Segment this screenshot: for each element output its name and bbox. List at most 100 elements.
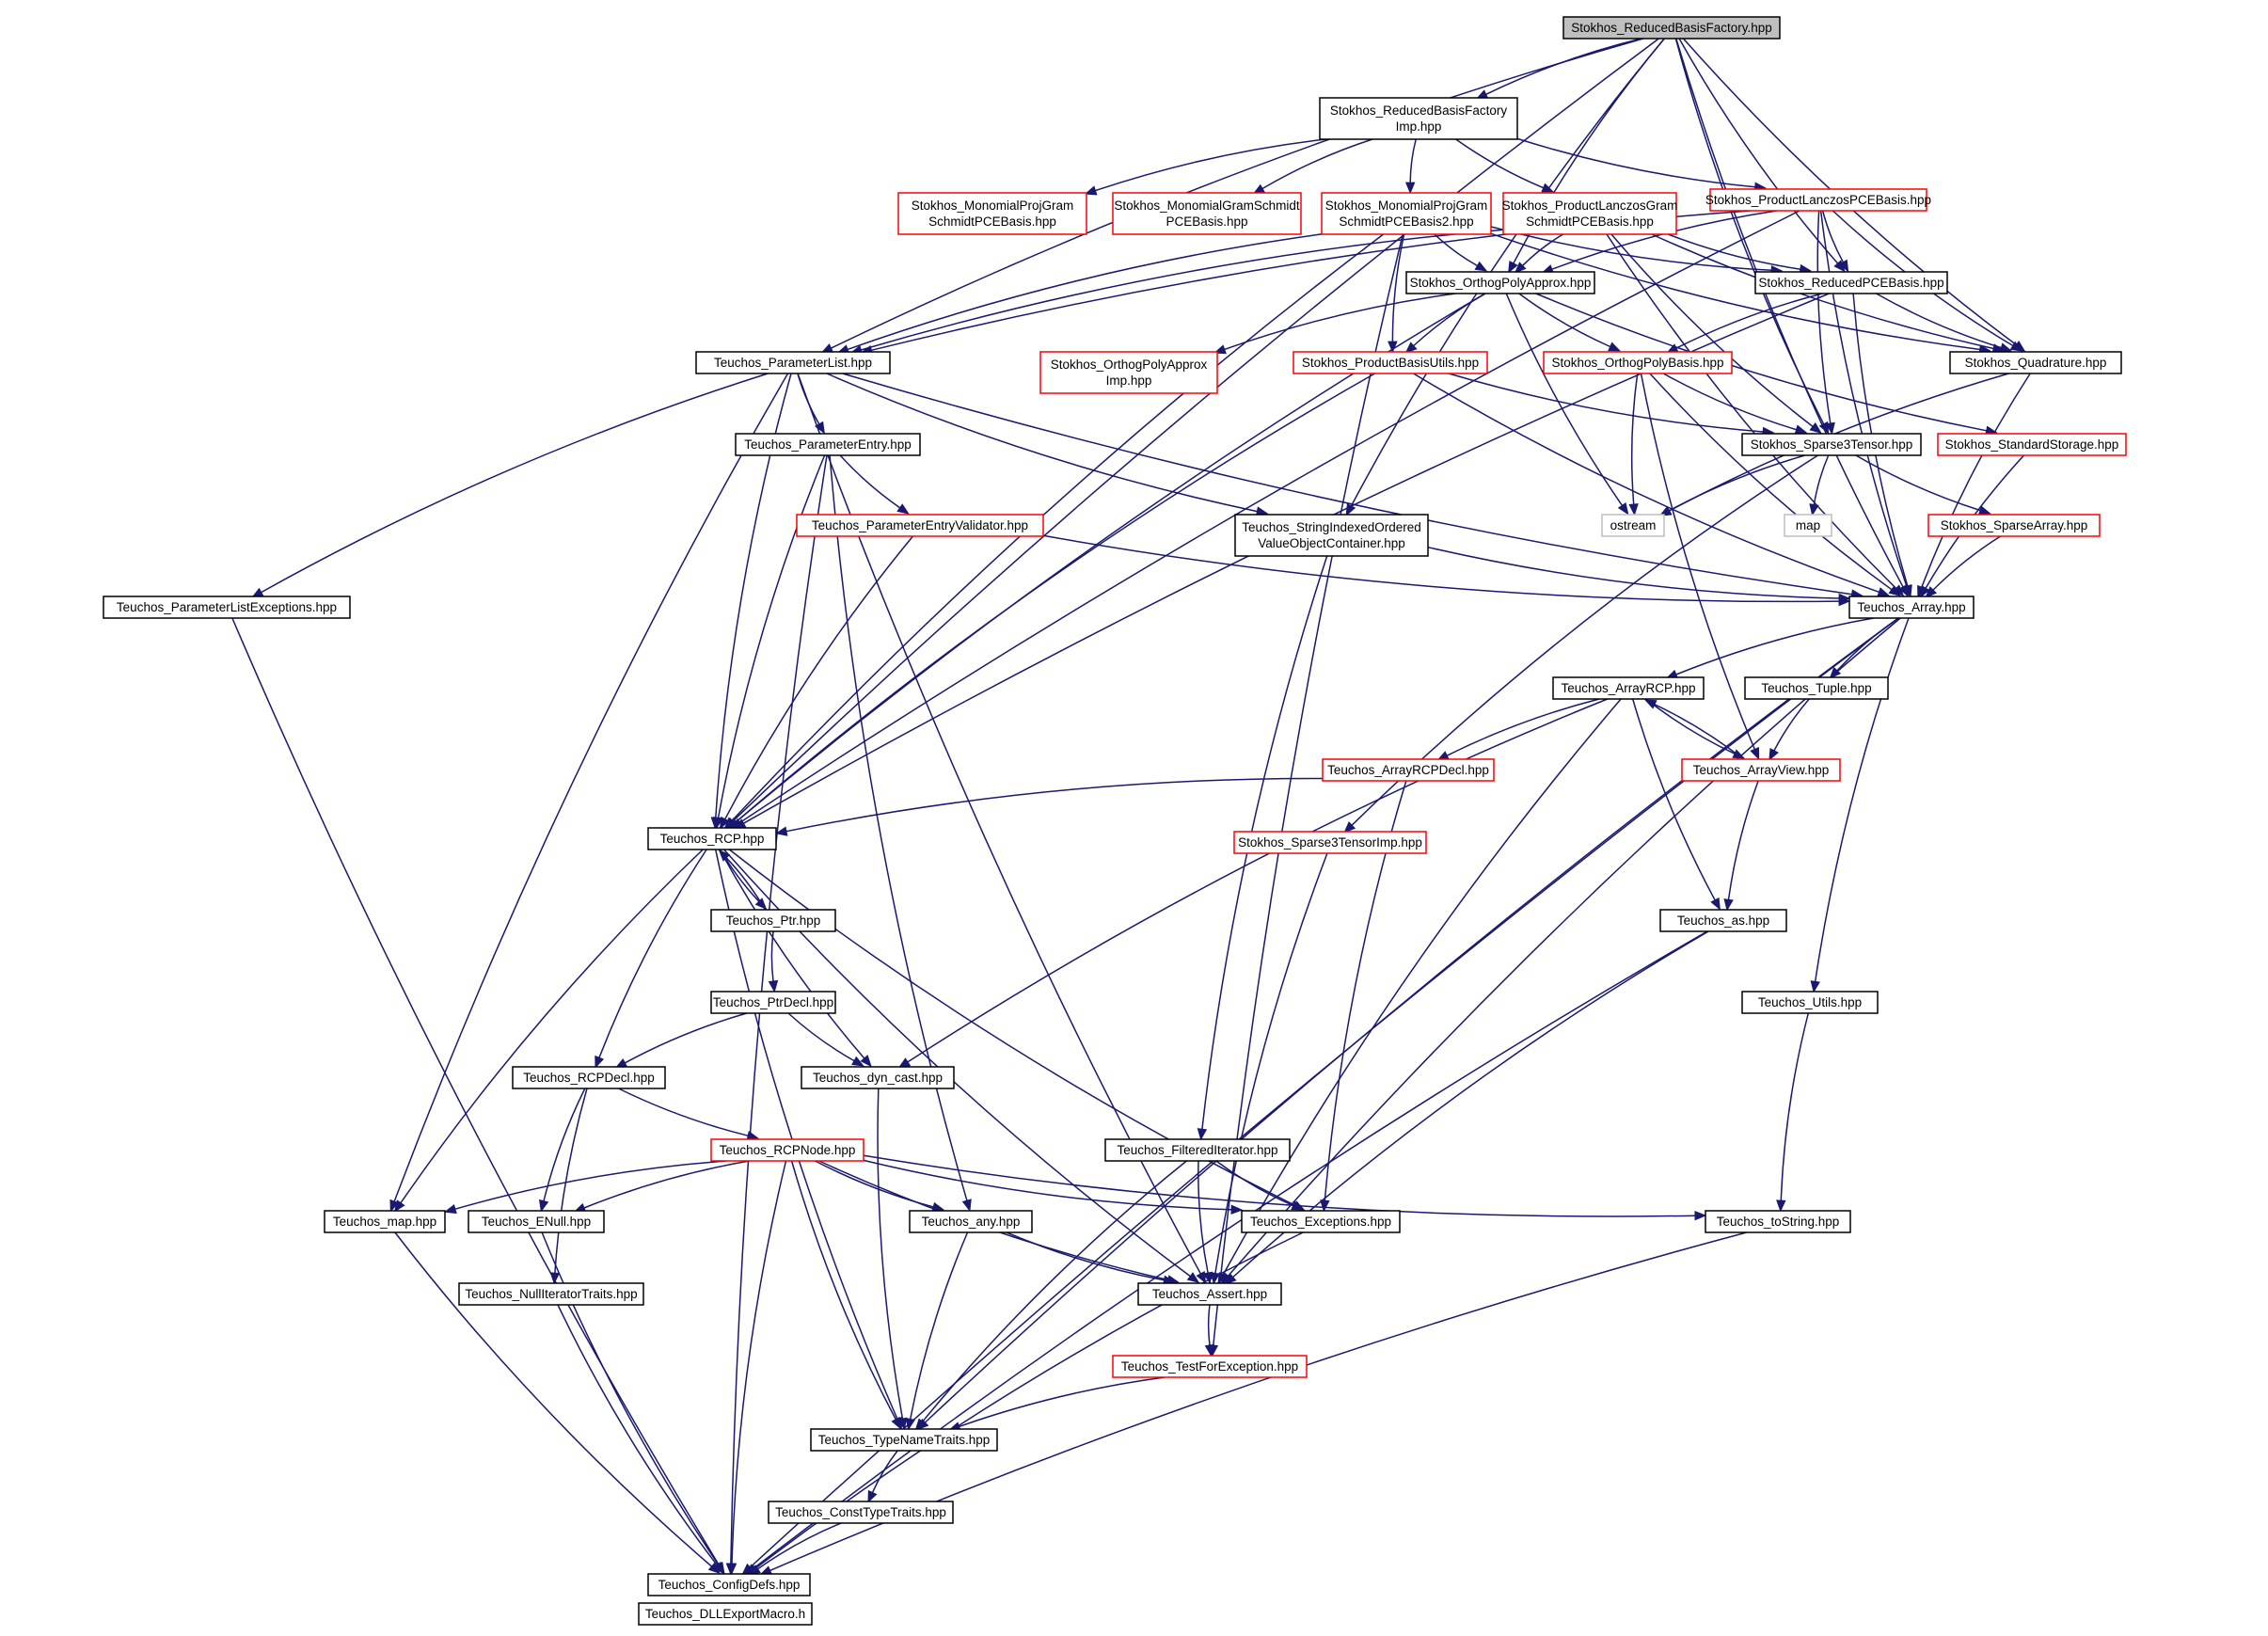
arrowhead-array_rcp_decl-to-rcp (774, 826, 788, 836)
node-assert[interactable]: Teuchos_Assert.hpp (1137, 1282, 1282, 1306)
edge-rcp-to-map_hpp (400, 849, 704, 1204)
node-array-rcp[interactable]: Teuchos_ArrayRCP.hpp (1552, 676, 1705, 700)
edge-array_rcp-to-array_rcp_decl (1446, 698, 1600, 756)
node-exceptions[interactable]: Teuchos_Exceptions.hpp (1241, 1210, 1401, 1233)
node-to-string[interactable]: Teuchos_toString.hpp (1705, 1210, 1851, 1233)
node-label: Stokhos_ReducedBasisFactory.hpp (1571, 21, 1772, 35)
edge-sparse3-to-sparse_array (1855, 454, 1981, 512)
node-std-storage[interactable]: Stokhos_StandardStorage.hpp (1937, 433, 2127, 456)
node-rcp-decl[interactable]: Teuchos_RCPDecl.hpp (512, 1066, 666, 1089)
edge-rbf_imp-to-mono_proj (1095, 138, 1326, 192)
node-enull[interactable]: Teuchos_ENull.hpp (468, 1210, 605, 1233)
arrowhead-null_iter-to-config_defs (712, 1562, 724, 1575)
node-box (810, 1428, 998, 1452)
node-param-list[interactable]: Teuchos_ParameterList.hpp (695, 351, 891, 374)
node-dyn-cast[interactable]: Teuchos_dyn_cast.hpp (801, 1066, 955, 1089)
node-rcp[interactable]: Teuchos_RCP.hpp (647, 827, 777, 850)
node-type-name[interactable]: Teuchos_TypeNameTraits.hpp (810, 1428, 998, 1452)
node-dll-export[interactable]: Teuchos_DLLExportMacro.h (638, 1602, 813, 1626)
node-sparse3[interactable]: Stokhos_Sparse3Tensor.hpp (1741, 433, 1922, 456)
node-label: Teuchos_any.hpp (922, 1215, 1021, 1229)
node-sparse3-imp[interactable]: Stokhos_Sparse3TensorImp.hpp (1233, 831, 1427, 854)
node-utils[interactable]: Teuchos_Utils.hpp (1741, 991, 1879, 1014)
arrowhead-array_view-to-array_rcp (1643, 699, 1657, 709)
node-label: ostream (1610, 518, 1657, 532)
node-ptr-decl[interactable]: Teuchos_PtrDecl.hpp (710, 991, 836, 1014)
node-box (1744, 676, 1889, 700)
node-param-entry[interactable]: Teuchos_ParameterEntry.hpp (735, 433, 921, 456)
arrowhead-prod_lanczos_gram-to-orthog_approx (1514, 262, 1527, 274)
edge-param_list-to-param_list_exc (261, 373, 769, 594)
node-prod-basis-utils[interactable]: Stokhos_ProductBasisUtils.hpp (1293, 351, 1488, 374)
node-filtered-iter[interactable]: Teuchos_FilteredIterator.hpp (1104, 1138, 1291, 1162)
node-ptr[interactable]: Teuchos_Ptr.hpp (710, 909, 836, 932)
node-config-defs[interactable]: Teuchos_ConfigDefs.hpp (647, 1573, 811, 1596)
node-label: Stokhos_ProductLanczosGram (1502, 199, 1678, 213)
node-label: Stokhos_SparseArray.hpp (1941, 518, 2088, 532)
edge-rcp_node-to-config_defs (731, 1160, 787, 1565)
edge-string_indexed-to-array (1427, 546, 1840, 599)
node-box (1741, 991, 1879, 1014)
arrowhead-any-to-type_name (905, 1417, 916, 1431)
node-rcp-node[interactable]: Teuchos_RCPNode.hpp (710, 1138, 864, 1162)
node-orthog-basis[interactable]: Stokhos_OrthogPolyBasis.hpp (1543, 351, 1733, 374)
node-tuple[interactable]: Teuchos_Tuple.hpp (1744, 676, 1889, 700)
node-label: Teuchos_StringIndexedOrdered (1242, 520, 1421, 534)
node-array-view[interactable]: Teuchos_ArrayView.hpp (1681, 758, 1841, 782)
edge-root-to-param_list (831, 38, 1644, 349)
arrowhead-orthog_approx-to-prod_basis_utils (1404, 341, 1418, 354)
edge-array_rcp_decl-to-rcp (785, 777, 1324, 833)
node-orthog-approx[interactable]: Stokhos_OrthogPolyApprox.hpp (1405, 271, 1595, 294)
node-label: Teuchos_toString.hpp (1717, 1215, 1840, 1229)
edge-prod_basis_utils-to-array (1413, 373, 1879, 594)
node-box (1562, 16, 1781, 40)
edge-mono_proj2-to-prod_basis_utils (1391, 233, 1405, 342)
arrowhead-rcp_decl-to-enull (538, 1199, 549, 1213)
node-null-iter[interactable]: Teuchos_NullIteratorTraits.hpp (458, 1282, 644, 1306)
node-array-rcp-decl[interactable]: Teuchos_ArrayRCPDecl.hpp (1322, 758, 1495, 782)
node-as[interactable]: Teuchos_as.hpp (1659, 909, 1787, 932)
edge-param_list_exc-to-config_defs (231, 617, 720, 1565)
edge-orthog_approx-to-orthog_basis (1518, 293, 1611, 348)
node-string-indexed[interactable]: Teuchos_StringIndexedOrderedValueObjectC… (1234, 514, 1429, 557)
edge-array-to-config_defs (749, 617, 1899, 1568)
edge-rcp-to-dyn_cast (719, 849, 865, 1059)
node-mono-proj2[interactable]: Stokhos_MonomialProjGramSchmidtPCEBasis2… (1321, 192, 1492, 235)
node-const-type[interactable]: Teuchos_ConstTypeTraits.hpp (768, 1501, 954, 1524)
arrowhead-rcp-to-map_hpp (393, 1199, 405, 1213)
node-prod-lanczos-gram[interactable]: Stokhos_ProductLanczosGramSchmidtPCEBasi… (1502, 192, 1678, 235)
node-array[interactable]: Teuchos_Array.hpp (1848, 596, 1975, 619)
edge-prod_lanczos-to-reduced_pce (1821, 210, 1845, 263)
node-any[interactable]: Teuchos_any.hpp (909, 1210, 1033, 1233)
node-box (1709, 188, 1927, 212)
node-label: Teuchos_dyn_cast.hpp (813, 1071, 943, 1085)
node-box (1104, 1138, 1291, 1162)
edge-param_list-to-array (842, 373, 1852, 596)
edge-ptr-to-ptr_decl (770, 930, 774, 982)
node-label: Teuchos_RCPNode.hpp (720, 1143, 856, 1157)
edge-param_entry-to-any (829, 454, 968, 1201)
node-label: Teuchos_ConstTypeTraits.hpp (775, 1505, 946, 1519)
node-reduced-pce[interactable]: Stokhos_ReducedPCEBasis.hpp (1754, 271, 1948, 294)
edge-prod_basis_utils-to-rcp (735, 373, 1375, 823)
arrowhead-prod_basis_utils-to-rcp (726, 818, 740, 830)
edge-rbf_imp-to-prod_lanczos_gram (1455, 138, 1544, 189)
arrowhead-array_rcp-to-array_view (1732, 749, 1746, 759)
edge-filtered_iter-to-exceptions (1215, 1160, 1294, 1207)
node-test-for-exc[interactable]: Teuchos_TestForException.hpp (1112, 1355, 1308, 1378)
node-sparse-array[interactable]: Stokhos_SparseArray.hpp (1927, 514, 2101, 537)
node-param-validator[interactable]: Teuchos_ParameterEntryValidator.hpp (796, 514, 1044, 537)
node-prod-lanczos[interactable]: Stokhos_ProductLanczosPCEBasis.hpp (1705, 188, 1931, 212)
node-map-hpp[interactable]: Teuchos_map.hpp (324, 1210, 446, 1233)
edge-rcp_decl-to-rcp_node (618, 1088, 749, 1136)
edge-sparse3_imp-to-assert (1214, 852, 1328, 1274)
node-mono-proj[interactable]: Stokhos_MonomialProjGramSchmidtPCEBasis.… (897, 192, 1087, 235)
arrowhead-array_view-to-as (1723, 898, 1734, 912)
node-label: Teuchos_ENull.hpp (482, 1215, 591, 1229)
node-quadrature[interactable]: Stokhos_Quadrature.hpp (1949, 351, 2122, 374)
edge-sparse3-to-ostream (1669, 454, 1806, 512)
node-param-list-exc[interactable]: Teuchos_ParameterListExceptions.hpp (103, 596, 351, 619)
